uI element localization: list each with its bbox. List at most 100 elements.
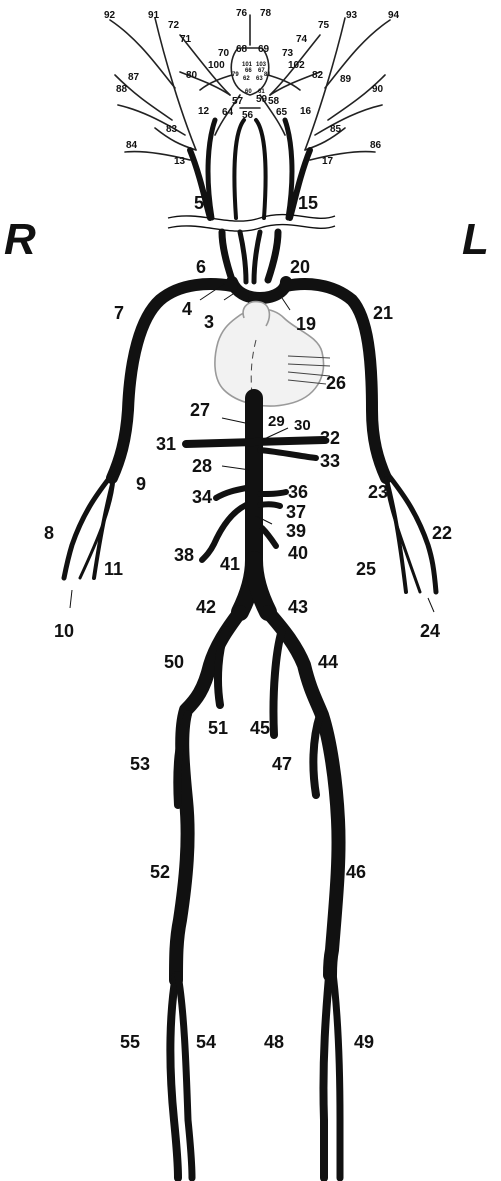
aortic-arch bbox=[232, 282, 286, 298]
label-60: 60 bbox=[245, 89, 252, 95]
label-84: 84 bbox=[126, 140, 138, 151]
label-76: 76 bbox=[236, 8, 248, 19]
label-93: 93 bbox=[346, 10, 358, 21]
label-39: 39 bbox=[286, 521, 306, 541]
label-52: 52 bbox=[150, 862, 170, 882]
label-82: 82 bbox=[312, 70, 324, 81]
vessel-22 bbox=[386, 472, 436, 592]
label-86: 86 bbox=[370, 140, 382, 151]
lower-neck-vessels bbox=[222, 232, 278, 282]
vessel-48 bbox=[323, 965, 330, 1178]
branch-86 bbox=[310, 152, 375, 160]
label-100: 100 bbox=[208, 60, 225, 71]
label-91: 91 bbox=[148, 10, 160, 21]
label-89: 89 bbox=[340, 74, 352, 85]
label-78: 78 bbox=[260, 8, 272, 19]
label-94: 94 bbox=[388, 10, 400, 21]
label-28: 28 bbox=[192, 456, 212, 476]
vessel-16 bbox=[285, 120, 292, 218]
label-7: 7 bbox=[114, 303, 124, 323]
label-3: 3 bbox=[204, 312, 214, 332]
label-31: 31 bbox=[156, 434, 176, 454]
label-38: 38 bbox=[174, 545, 194, 565]
vessel-56-left-part bbox=[234, 120, 244, 218]
label-54: 54 bbox=[196, 1032, 216, 1052]
label-49: 49 bbox=[354, 1032, 374, 1052]
label-16: 16 bbox=[300, 106, 312, 117]
label-53: 53 bbox=[130, 754, 150, 774]
vessel-45 bbox=[273, 630, 282, 735]
left-side-label: L bbox=[462, 215, 489, 264]
label-5: 5 bbox=[194, 193, 204, 213]
label-80: 80 bbox=[186, 70, 198, 81]
label-71: 71 bbox=[180, 34, 192, 45]
label-6: 6 bbox=[196, 257, 206, 277]
vessel-47 bbox=[313, 715, 320, 795]
label-41: 41 bbox=[220, 554, 240, 574]
label-57: 57 bbox=[232, 96, 244, 107]
label-81: 81 bbox=[264, 72, 271, 78]
label-15: 15 bbox=[298, 193, 318, 213]
label-24: 24 bbox=[420, 621, 440, 641]
branch-94 bbox=[325, 20, 390, 88]
label-75: 75 bbox=[318, 20, 330, 31]
label-66: 66 bbox=[245, 68, 252, 74]
label-102: 102 bbox=[288, 60, 305, 71]
vessel-20 bbox=[268, 232, 278, 280]
vessel-40 bbox=[262, 528, 276, 546]
label-47: 47 bbox=[272, 754, 292, 774]
vessel-49 bbox=[332, 965, 340, 1178]
vessel-34 bbox=[216, 488, 246, 498]
label-83: 83 bbox=[166, 124, 178, 135]
label-70: 70 bbox=[218, 48, 230, 59]
label-87: 87 bbox=[128, 72, 140, 83]
label-64: 64 bbox=[222, 107, 234, 118]
label-72: 72 bbox=[168, 20, 180, 31]
label-11: 11 bbox=[104, 559, 123, 579]
label-46: 46 bbox=[346, 862, 366, 882]
labels-head: 92 91 72 76 78 75 93 94 71 74 68 69 70 7… bbox=[104, 8, 400, 167]
label-20: 20 bbox=[290, 257, 310, 277]
label-73: 73 bbox=[282, 48, 294, 59]
label-68: 68 bbox=[236, 44, 248, 55]
vessel-33 bbox=[260, 450, 316, 458]
label-85: 85 bbox=[330, 124, 342, 135]
label-17: 17 bbox=[322, 156, 334, 167]
label-88: 88 bbox=[116, 84, 128, 95]
legs bbox=[170, 612, 340, 1178]
vessel-31-32 bbox=[186, 440, 324, 444]
label-63: 63 bbox=[256, 76, 263, 82]
label-55: 55 bbox=[120, 1032, 140, 1052]
label-21: 21 bbox=[373, 303, 393, 323]
label-40: 40 bbox=[288, 543, 308, 563]
label-33: 33 bbox=[320, 451, 340, 471]
label-12: 12 bbox=[198, 106, 210, 117]
vessel-12 bbox=[208, 120, 215, 218]
label-32: 32 bbox=[320, 428, 340, 448]
label-34: 34 bbox=[192, 487, 212, 507]
label-19: 19 bbox=[296, 314, 316, 334]
label-29: 29 bbox=[268, 413, 285, 430]
label-48: 48 bbox=[264, 1032, 284, 1052]
vessel-55 bbox=[170, 975, 178, 1178]
vessel-37 bbox=[260, 504, 280, 506]
label-56: 56 bbox=[242, 110, 254, 121]
label-4: 4 bbox=[182, 299, 192, 319]
label-30: 30 bbox=[294, 417, 311, 434]
vessel-52 bbox=[176, 612, 240, 980]
label-9: 9 bbox=[136, 474, 146, 494]
label-59: 59 bbox=[256, 94, 268, 105]
label-23: 23 bbox=[368, 482, 388, 502]
vessel-56-right-part bbox=[256, 120, 266, 218]
label-65: 65 bbox=[276, 107, 288, 118]
label-90: 90 bbox=[372, 84, 384, 95]
label-74: 74 bbox=[296, 34, 308, 45]
neck-vessels bbox=[190, 120, 310, 218]
label-36: 36 bbox=[288, 482, 308, 502]
label-51: 51 bbox=[208, 718, 228, 738]
vessel-36 bbox=[260, 492, 286, 494]
label-42: 42 bbox=[196, 597, 216, 617]
label-22: 22 bbox=[432, 523, 452, 543]
